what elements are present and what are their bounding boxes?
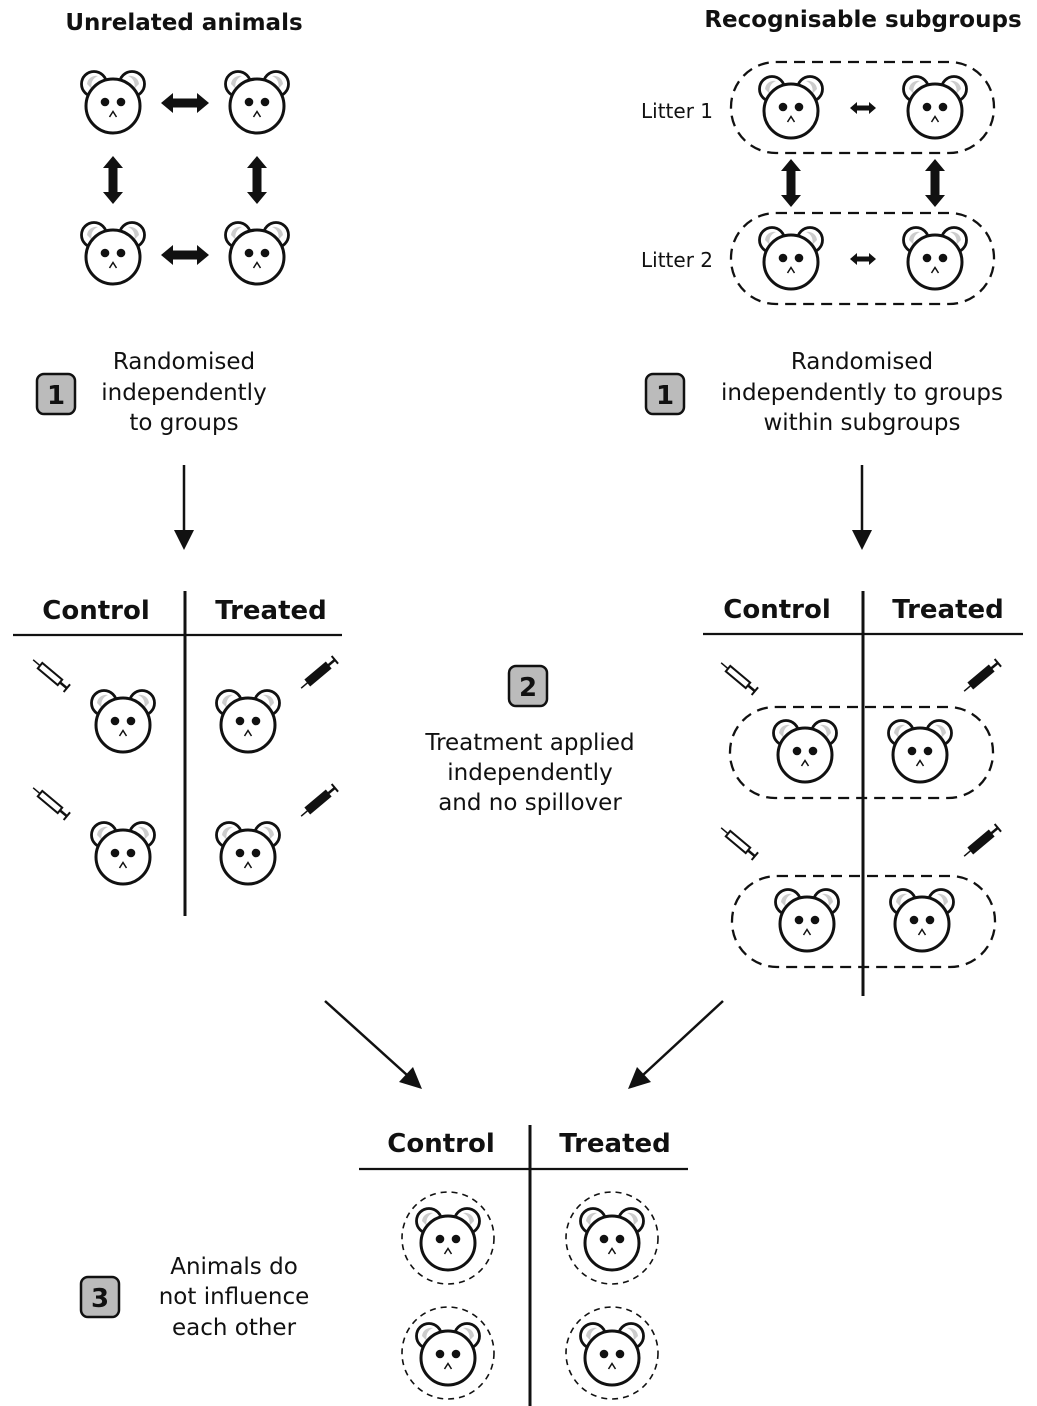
bottom-outcome-table: Control Treated	[359, 1125, 688, 1406]
mouse-icon	[887, 719, 953, 784]
step-3: 3 Animals do not influence each other	[79, 1254, 310, 1341]
mouse-icon	[215, 821, 281, 886]
mouse-icon	[902, 75, 968, 140]
double-arrow-vertical-icon	[247, 156, 267, 204]
step-1-left: 1 Randomised independently to groups	[35, 349, 267, 436]
column-header-control: Control	[42, 596, 149, 626]
step-text-line: to groups	[129, 410, 238, 436]
syringe-empty-icon	[28, 654, 72, 694]
flow-arrow-left	[174, 465, 194, 550]
mouse-icon	[80, 221, 146, 286]
litter-2-label: Litter 2	[641, 248, 713, 272]
step-text-line: independently	[101, 380, 266, 406]
column-header-treated: Treated	[215, 596, 327, 626]
title-recognisable-subgroups: Recognisable subgroups	[704, 7, 1021, 33]
litter-2-outline	[730, 874, 997, 969]
column-header-control: Control	[723, 595, 830, 625]
mouse-icon	[80, 70, 146, 135]
step-number: 1	[47, 381, 65, 411]
syringe-filled-icon	[296, 782, 340, 822]
step-text-line: Randomised	[113, 349, 255, 375]
double-arrow-vertical-icon	[925, 159, 945, 207]
step-text-line: Animals do	[170, 1254, 298, 1280]
right-treatment-table: Control Treated	[703, 591, 1023, 996]
mouse-icon	[415, 1207, 481, 1272]
step-text-line: Treatment applied	[424, 730, 634, 756]
independence-circle	[565, 1191, 659, 1285]
step-badge	[79, 1275, 121, 1319]
mouse-icon	[415, 1322, 481, 1387]
mouse-icon	[758, 75, 824, 140]
step-text-line: independently	[447, 760, 612, 786]
step-2: 2 Treatment applied independently and no…	[424, 664, 635, 816]
mouse-icon	[889, 888, 955, 953]
step-number: 3	[91, 1284, 109, 1314]
litter-2-outline	[729, 211, 996, 306]
flow-arrow-right-diagonal	[628, 1000, 724, 1089]
double-arrow-horizontal-icon	[850, 102, 876, 114]
column-header-treated: Treated	[892, 595, 1004, 625]
flow-arrow-left-diagonal	[324, 1000, 422, 1089]
double-arrow-horizontal-icon	[161, 245, 209, 265]
mouse-icon	[772, 719, 838, 784]
litter-1-outline	[729, 60, 996, 155]
mouse-icon	[774, 888, 840, 953]
syringe-empty-icon	[28, 782, 72, 822]
mouse-icon	[579, 1207, 645, 1272]
flow-arrow-right	[852, 465, 872, 550]
syringe-filled-icon	[296, 654, 340, 694]
syringe-empty-icon	[716, 657, 760, 697]
double-arrow-vertical-icon	[103, 156, 123, 204]
litter-subgroups: Litter 1 Litter 2	[641, 60, 996, 306]
independence-circle	[401, 1191, 495, 1285]
column-header-treated: Treated	[559, 1129, 671, 1159]
double-arrow-horizontal-icon	[850, 253, 876, 265]
double-arrow-vertical-icon	[781, 159, 801, 207]
litter-1-label: Litter 1	[641, 99, 713, 123]
mouse-icon	[758, 226, 824, 291]
step-text-line: and no spillover	[438, 790, 622, 816]
step-text-line: each other	[172, 1315, 297, 1341]
double-arrow-horizontal-icon	[161, 93, 209, 113]
step-badge	[644, 372, 686, 416]
title-unrelated-animals: Unrelated animals	[65, 10, 302, 36]
unrelated-animals-grid	[80, 70, 290, 286]
syringe-filled-icon	[959, 822, 1003, 862]
step-text-line: within subgroups	[763, 410, 960, 436]
step-number: 1	[656, 381, 674, 411]
mouse-icon	[902, 226, 968, 291]
syringe-filled-icon	[959, 657, 1003, 697]
step-number: 2	[519, 673, 537, 703]
left-treatment-table: Control Treated	[13, 591, 342, 916]
step-text-line: not influence	[159, 1284, 310, 1310]
mouse-icon	[215, 689, 281, 754]
mouse-icon	[224, 221, 290, 286]
step-text-line: independently to groups	[721, 380, 1003, 406]
mouse-icon	[90, 821, 156, 886]
litter-1-outline	[728, 705, 995, 800]
step-badge	[35, 372, 77, 416]
column-header-control: Control	[387, 1129, 494, 1159]
mouse-icon	[90, 689, 156, 754]
step-text-line: Randomised	[791, 349, 933, 375]
step-badge	[507, 664, 549, 708]
independence-circle	[565, 1306, 659, 1400]
mouse-icon	[224, 70, 290, 135]
step-1-right: 1 Randomised independently to groups wit…	[644, 349, 1003, 436]
mouse-icon	[579, 1322, 645, 1387]
syringe-empty-icon	[716, 822, 760, 862]
independence-circle	[401, 1306, 495, 1400]
